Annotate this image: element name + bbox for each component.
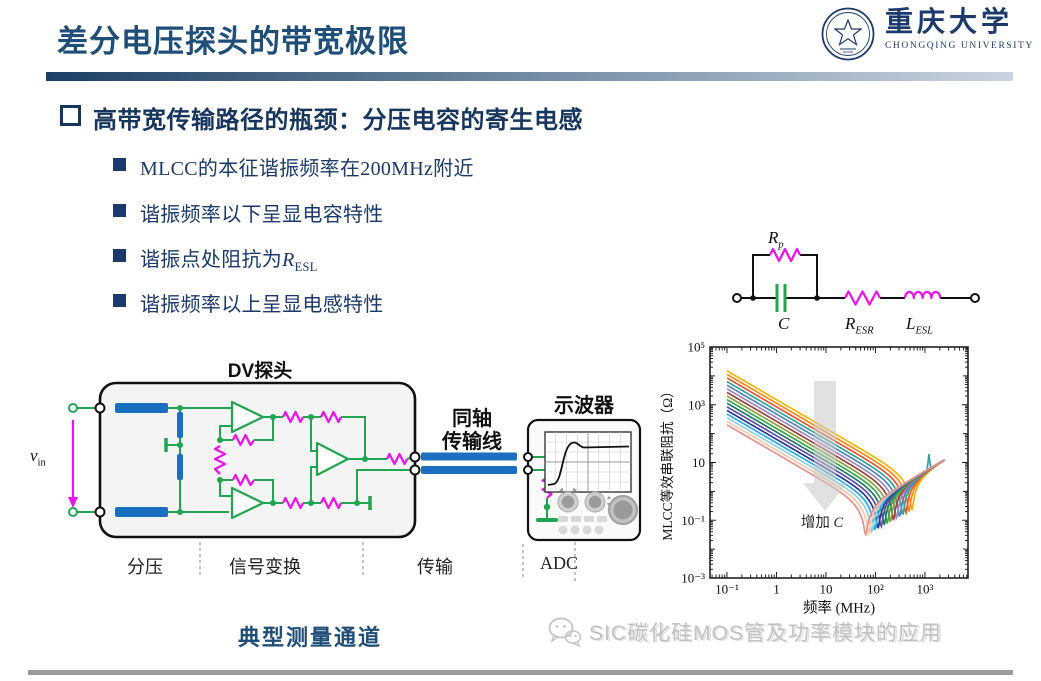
lesl-label: LESL: [906, 314, 934, 337]
coax-label: 同轴传输线: [442, 408, 502, 453]
resr-resistor: [843, 290, 882, 306]
hollow-square-bullet-icon: [60, 105, 81, 126]
right-terminal: [970, 293, 980, 303]
junction-dot: [750, 295, 756, 301]
vin-arrow-icon: [68, 420, 78, 508]
scope-terminal: [523, 465, 533, 475]
square-bullet-icon: [113, 158, 126, 171]
svg-text:10: 10: [692, 455, 705, 470]
scope-buttons: [558, 516, 607, 535]
scope-waveform: [547, 441, 630, 486]
c-label: C: [778, 314, 790, 333]
input-section: [68, 403, 100, 517]
section-heading: 高带宽传输路径的瓶颈：分压电容的寄生电感: [60, 100, 583, 135]
svg-text:10²: 10²: [867, 582, 884, 597]
left-terminal: [732, 293, 742, 303]
x-axis-label: 频率 (MHz): [803, 600, 875, 617]
svg-text:10⁻³: 10⁻³: [681, 571, 705, 586]
bullet-item: 谐振频率以下呈显电容特性: [113, 198, 384, 227]
measurement-channel-diagram: [68, 381, 642, 583]
university-logo: 重庆大学 CHONGQING UNIVERSITY: [820, 6, 1034, 62]
stage-separators: [199, 542, 576, 583]
increase-c-arrow-icon: [803, 381, 847, 511]
bullet-item: 谐振频率以上呈显电感特性: [113, 288, 384, 317]
square-bullet-icon: [113, 294, 126, 307]
knob-left-arrow-icon: [559, 487, 563, 493]
knob-up-arrow-icon: [607, 495, 611, 499]
signal-conversion-stage: [213, 400, 412, 520]
scope-terminal: [523, 452, 533, 462]
bullet-item: MLCC的本征谐振频率在200MHz附近: [113, 152, 474, 181]
bullet-item: 谐振点处阻抗为RESL: [113, 243, 318, 275]
svg-text:10⁻¹: 10⁻¹: [681, 513, 705, 528]
title-rule: [46, 72, 1013, 81]
vin-label: vin: [30, 446, 46, 469]
logo-cn-text: 重庆大学: [885, 7, 1014, 38]
svg-text:10: 10: [819, 582, 832, 597]
stage-label-transmission: 传输: [417, 557, 453, 577]
probe-terminal: [94, 506, 106, 518]
square-bullet-icon: [113, 249, 126, 262]
junction-dot: [814, 295, 820, 301]
stage-label-conversion: 信号变换: [229, 557, 301, 577]
divider-network: [115, 403, 232, 517]
page-title: 差分电压探头的带宽极限: [57, 24, 409, 59]
coax-lines: [421, 452, 517, 474]
watermark: SIC碳化硅MOS管及功率模块的应用: [548, 617, 942, 647]
wechat-icon: [548, 617, 582, 647]
chart-tick-labels: 10⁻¹ 1 10 10² 10³ 10⁻³ 10⁻¹ 10 10³ 10⁵: [681, 340, 933, 597]
probe-terminal: [409, 451, 421, 463]
capacitor: [775, 284, 787, 312]
y-axis-label: MLCC等效串联阻抗（Ω）: [659, 384, 675, 540]
bullet-text: MLCC的本征谐振频率在200MHz附近: [140, 158, 474, 180]
knob-right-arrow-icon: [573, 487, 577, 493]
scope-controls: [557, 487, 638, 535]
svg-text:10³: 10³: [688, 397, 705, 412]
square-bullet-icon: [113, 204, 126, 217]
stage-label-adc: ADC: [539, 553, 578, 573]
diagram-caption: 典型测量通道: [237, 625, 382, 650]
bullet-text: 谐振频率以上呈显电感特性: [140, 294, 384, 316]
opamp-top: [230, 400, 265, 434]
cqu-seal-icon: [821, 7, 875, 61]
mlcc-equivalent-circuit: [732, 247, 980, 312]
rp-label: Rp: [768, 228, 784, 251]
oscilloscope: [523, 418, 642, 542]
resr-label: RESR: [845, 314, 874, 337]
logo-en-text: CHONGQING UNIVERSITY: [885, 41, 1034, 51]
opamp-bottom: [230, 486, 265, 520]
scope-screen: [544, 431, 632, 493]
footer-rule: [28, 670, 1013, 675]
mlcc-impedance-chart: 10⁻¹ 1 10 10² 10³ 10⁻³ 10⁻¹ 10 10³ 10⁵ 增加 C 频率 (MHz…: [659, 340, 969, 617]
section-heading-text: 高带宽传输路径的瓶颈：分压电容的寄生电感: [93, 107, 583, 134]
svg-text:10³: 10³: [916, 582, 933, 597]
watermark-text: SIC碳化硅MOS管及功率模块的应用: [589, 622, 942, 645]
bullet-text: 谐振频率以下呈显电容特性: [140, 204, 384, 226]
probe-terminal: [409, 464, 421, 476]
bullet-text: 谐振点处阻抗为RESL: [140, 249, 318, 274]
opamp-diff: [315, 441, 350, 477]
lesl-inductor: [903, 290, 942, 300]
probe-terminal: [94, 402, 106, 414]
rp-resistor: [768, 247, 802, 263]
svg-text:10⁻¹: 10⁻¹: [715, 582, 739, 597]
scope-label: 示波器: [554, 395, 614, 417]
increase-c-annotation: 增加 C: [801, 514, 844, 531]
svg-text:10⁵: 10⁵: [687, 340, 705, 355]
probe-label: DV探头: [227, 361, 293, 382]
stage-label-divider: 分压: [127, 557, 163, 577]
chart-ticks: [710, 346, 968, 579]
svg-text:1: 1: [773, 582, 780, 597]
